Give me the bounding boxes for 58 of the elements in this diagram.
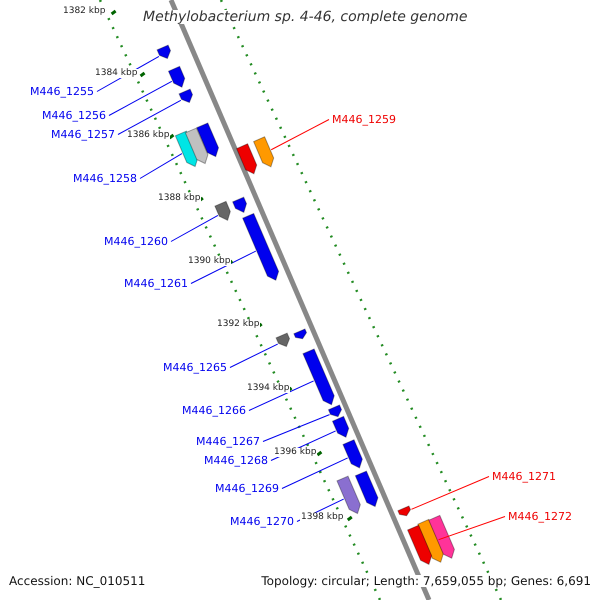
gene-label: M446_1270 (230, 516, 294, 527)
gene-label: M446_1257 (51, 129, 115, 140)
gene-label: M446_1259 (332, 114, 396, 125)
gene-block (184, 127, 208, 164)
gene-block (275, 332, 290, 348)
map-title: Methylobacterium sp. 4-46, complete genome (142, 10, 468, 24)
leader-line (438, 516, 506, 540)
gene-label: M446_1267 (196, 436, 260, 447)
gene-label: M446_1255 (30, 86, 94, 97)
position-label: 1394 kbp (246, 384, 290, 393)
gene-label: M446_1269 (215, 483, 279, 494)
gene-block (214, 200, 231, 221)
position-label: 1390 kbp (187, 257, 232, 266)
gene-block (354, 470, 378, 508)
gene-label: M446_1268 (204, 455, 268, 466)
leader-line (108, 80, 172, 116)
gene-block (232, 196, 248, 214)
gene-block (168, 66, 186, 88)
gene-label: M446_1271 (492, 471, 556, 482)
leader-line (248, 380, 314, 411)
leader-line (139, 153, 182, 179)
leader-line (410, 476, 490, 510)
gene-block (328, 404, 342, 418)
gene-label: M446_1266 (182, 405, 246, 416)
position-label: 1396 kbp (273, 448, 318, 457)
gene-block (236, 143, 258, 174)
position-label: 1384 kbp (94, 69, 138, 78)
gene-label: M446_1265 (163, 362, 227, 373)
footer-text: Topology: circular; Length: 7,659,055 bp; Genes: 6,691 (260, 575, 592, 587)
leader-line (117, 100, 182, 135)
gene-label: M446_1258 (73, 173, 137, 184)
gene-block (156, 44, 172, 60)
gene-block (397, 505, 412, 516)
leader-line (170, 214, 218, 242)
gene-label: M446_1256 (42, 110, 106, 121)
footer-text: Accession: NC_010511 (8, 575, 146, 587)
position-label: 1382 kbp (62, 7, 106, 16)
position-label: 1386 kbp (126, 131, 170, 140)
leader-line (229, 344, 278, 368)
gene-block (242, 212, 280, 281)
position-label: 1398 kbp (300, 513, 344, 522)
gene-block (302, 348, 335, 406)
leader-line (262, 414, 330, 442)
leader-line (270, 119, 330, 150)
leader-line (281, 457, 348, 489)
position-label: 1388 kbp (157, 194, 202, 203)
gene-block (406, 524, 432, 566)
gene-label: M446_1272 (508, 511, 572, 522)
gene-label: M446_1261 (124, 278, 188, 289)
gene-label: M446_1260 (104, 236, 168, 247)
leader-line (190, 250, 256, 284)
gene-block (428, 514, 455, 559)
gene-block (342, 439, 363, 469)
gene-block (252, 136, 274, 168)
gene-block (196, 122, 220, 158)
position-label: 1392 kbp (216, 320, 260, 329)
gene-block (293, 328, 308, 340)
gene-block (178, 88, 194, 104)
